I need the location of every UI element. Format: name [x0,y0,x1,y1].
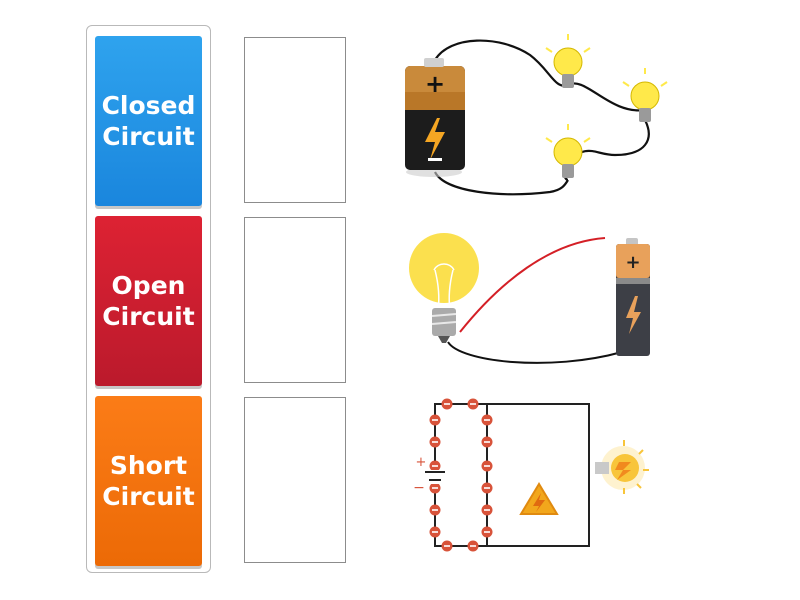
tile-label-line2: Circuit [102,482,195,511]
tile-label-line1: Short [109,451,188,480]
tile-label-line1: Closed [101,91,196,120]
tile-short-circuit[interactable]: Short Circuit [95,396,202,566]
tile-label-line2: Circuit [102,302,195,331]
svg-text:+: + [425,70,445,98]
tile-closed-circuit[interactable]: Closed Circuit [95,36,202,206]
svg-text:+: + [416,455,427,470]
svg-text:+: + [625,252,640,273]
open-circuit-diagram-icon: + [409,233,650,364]
closed-circuit-diagram-icon: + [405,34,668,196]
drop-slot-2[interactable] [244,217,346,383]
svg-text:−: − [413,480,425,496]
tile-label-line1: Open [111,271,186,300]
tile-label-line2: Circuit [102,122,195,151]
drop-slot-1[interactable] [244,37,346,203]
drop-slot-3[interactable] [244,397,346,563]
short-circuit-diagram-icon: + − [413,398,649,552]
tile-open-circuit[interactable]: Open Circuit [95,216,202,386]
